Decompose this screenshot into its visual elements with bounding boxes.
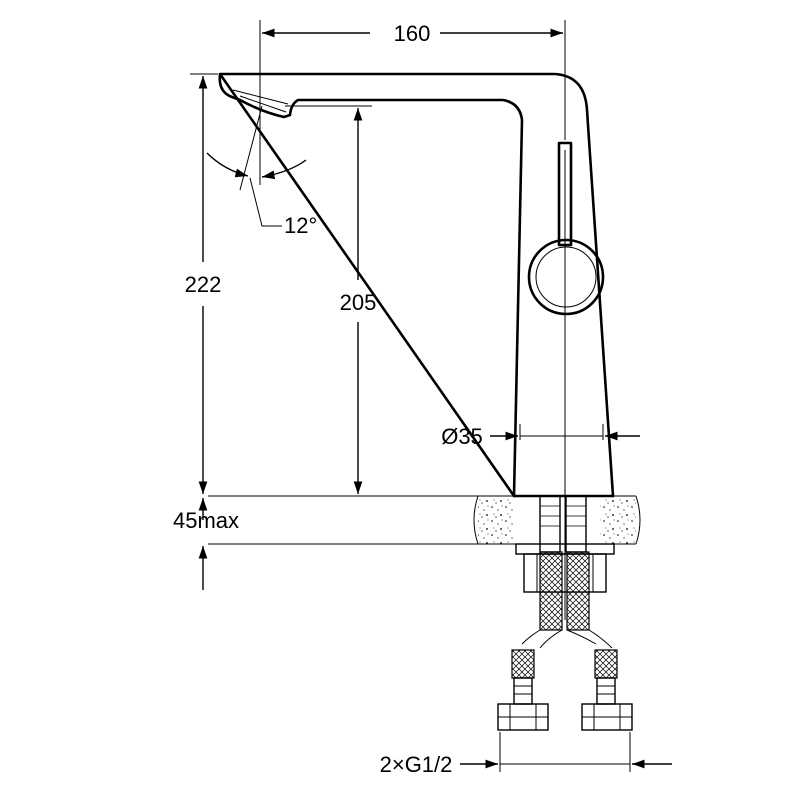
base-diameter-label: Ø35 (441, 424, 483, 449)
dimension-spout-angle: 12° (206, 105, 317, 238)
hose-connector-left (497, 649, 549, 731)
dimension-connections: 2×G1/2 (380, 732, 672, 777)
counter-thickness-label: 45max (173, 508, 239, 533)
spout-angle-label: 12° (284, 213, 317, 238)
connections-label: 2×G1/2 (380, 752, 453, 777)
countertop (208, 495, 641, 545)
dimension-counter-thickness: 45max (173, 498, 239, 590)
dimension-spout-reach: 160 (259, 20, 566, 620)
dimension-outlet-height: 205 (285, 105, 377, 494)
spout-reach-label: 160 (394, 21, 431, 46)
lever-joint (527, 238, 605, 316)
dimension-base-diameter: Ø35 (441, 424, 640, 449)
mounting-hardware (515, 495, 615, 649)
outlet-height-label: 205 (340, 290, 377, 315)
total-height-label: 222 (185, 272, 222, 297)
faucet-body (218, 72, 615, 498)
dimension-total-height: 222 (185, 73, 222, 494)
hose-connector-right (581, 649, 633, 731)
